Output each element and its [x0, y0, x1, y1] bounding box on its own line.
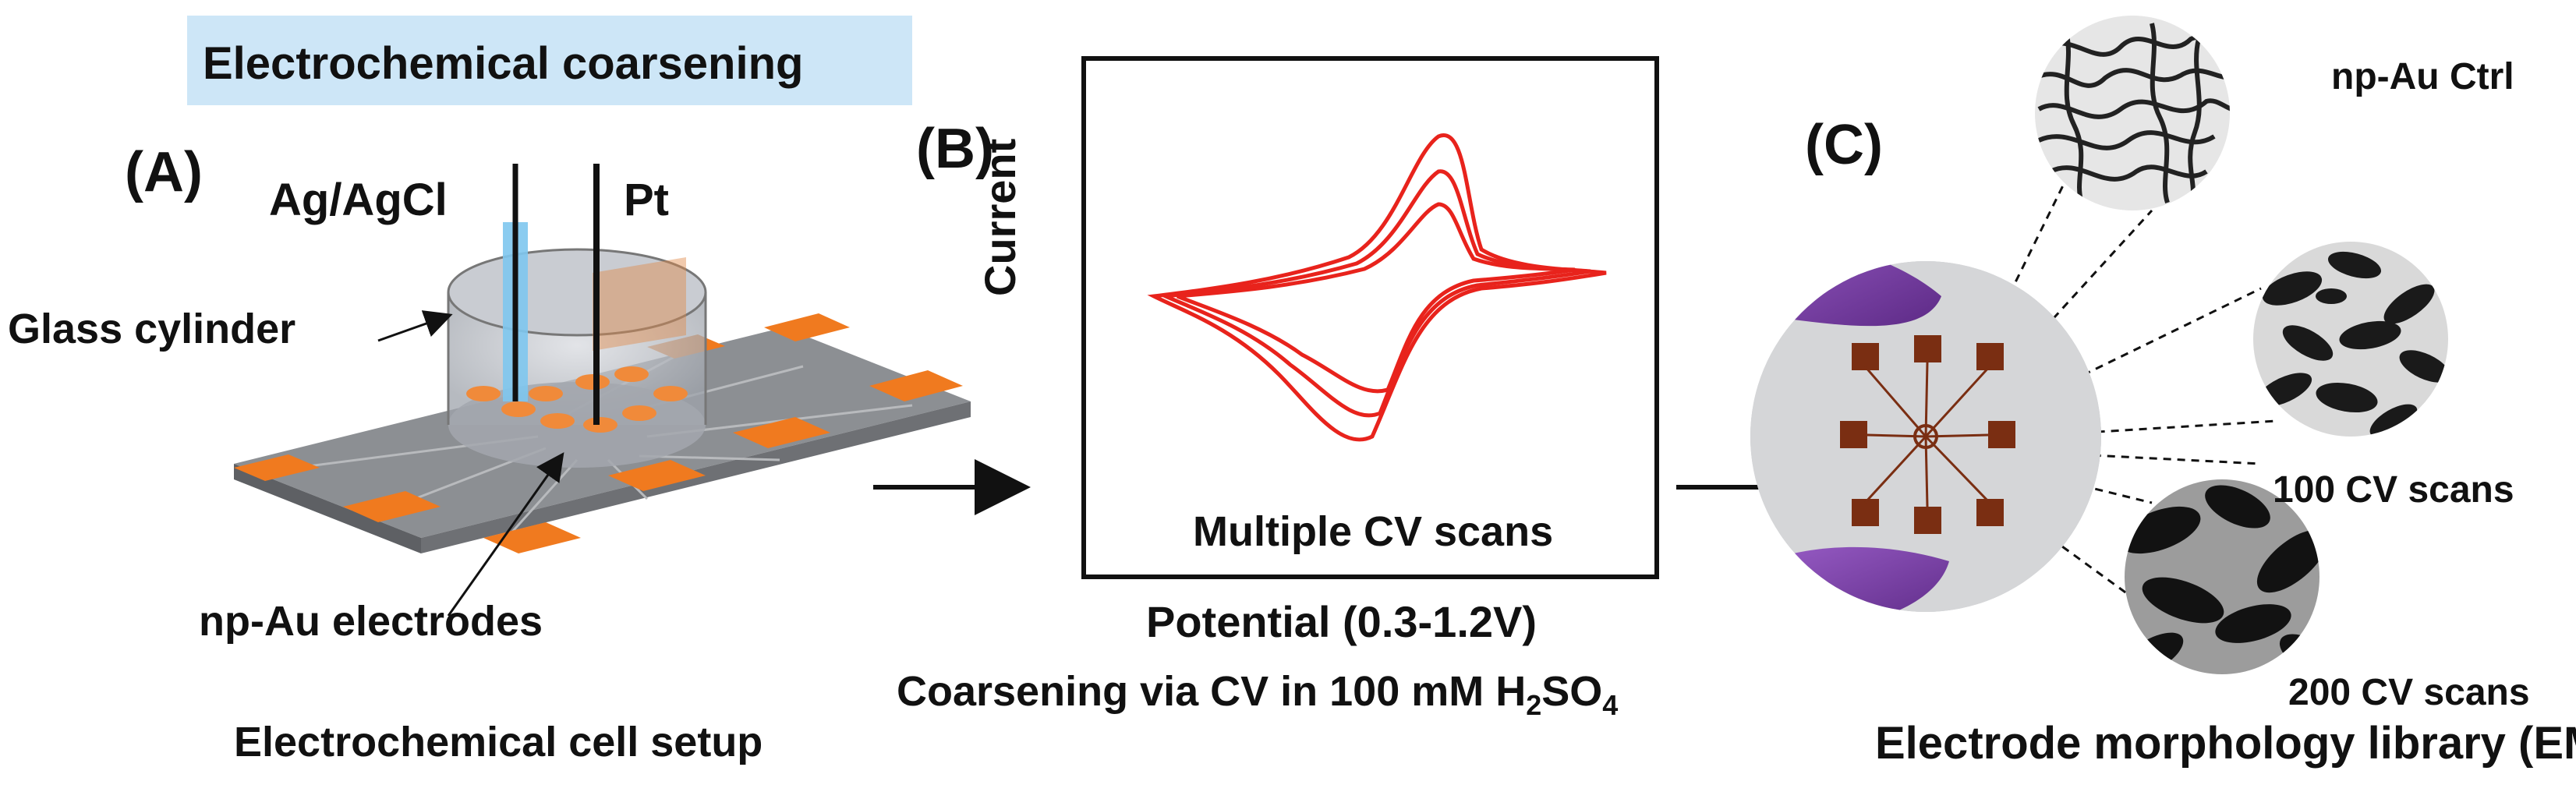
cv-curve: [1147, 133, 1607, 442]
glove-top: [1750, 261, 1941, 327]
counter-electrode-label: Pt: [624, 175, 669, 225]
cylinder-leader: [377, 310, 453, 342]
contact-pad: [234, 454, 320, 481]
np-au-electrode: [653, 386, 688, 401]
sem-image-100: [2253, 242, 2448, 437]
device-photo: [1750, 261, 2101, 612]
x-axis-label: Potential (0.3-1.2V): [1146, 597, 1537, 646]
ref-electrode-label: Ag/AgCl: [269, 175, 448, 225]
panel-b-label: (B): [916, 118, 994, 180]
sem-image-200: [2125, 479, 2319, 674]
contact-pad: [483, 522, 581, 553]
sem-100-label: 100 CV scans: [2273, 469, 2514, 511]
sem-ctrl-label: np-Au Ctrl: [2331, 56, 2514, 97]
panel-a-label: (A): [125, 141, 203, 203]
ag-agcl-electrode: [503, 164, 528, 401]
sem-image-ctrl: [2035, 16, 2230, 210]
panel-c-caption: Electrode morphology library (EML): [1875, 718, 2576, 769]
cv-curve: [1177, 202, 1576, 394]
cv-plot-frame: [1081, 56, 1659, 579]
chip-pads: [1840, 335, 2015, 534]
panel-b-caption: Coarsening via CV in 100 mM H2SO4: [897, 668, 1619, 721]
contact-pad: [869, 370, 963, 401]
np-au-electrode: [501, 401, 536, 417]
sem-200-label: 200 CV scans: [2288, 672, 2530, 713]
cv-curves: [1147, 133, 1607, 442]
contact-pad: [343, 491, 441, 522]
np-au-electrode: [466, 386, 501, 401]
panel-a-caption: Electrochemical cell setup: [234, 719, 763, 765]
electrodes-leader: [447, 452, 564, 617]
glass-cylinder: [447, 248, 707, 468]
glove-bottom: [1750, 546, 1949, 612]
contact-pad: [764, 313, 850, 341]
np-au-electrode: [540, 413, 575, 429]
panel-c-label: (C): [1805, 114, 1883, 176]
contact-pad: [608, 460, 706, 491]
y-axis-label: Current: [975, 138, 1024, 296]
banner-text: Electrochemical coarsening: [203, 38, 804, 89]
np-au-electrode: [622, 405, 656, 421]
contact-pad: [733, 417, 830, 448]
electrodes-label: np-Au electrodes: [199, 598, 543, 645]
title-banner: Electrochemical coarsening: [187, 16, 912, 105]
np-au-electrode: [583, 417, 617, 433]
cv-inset-text: Multiple CV scans: [1193, 508, 1554, 555]
np-au-electrodes: [466, 366, 688, 433]
np-au-electrode: [529, 386, 563, 401]
np-au-electrode: [614, 366, 649, 382]
cv-curve: [1158, 169, 1591, 418]
np-au-electrode: [575, 374, 610, 390]
cylinder-label: Glass cylinder: [8, 306, 296, 352]
